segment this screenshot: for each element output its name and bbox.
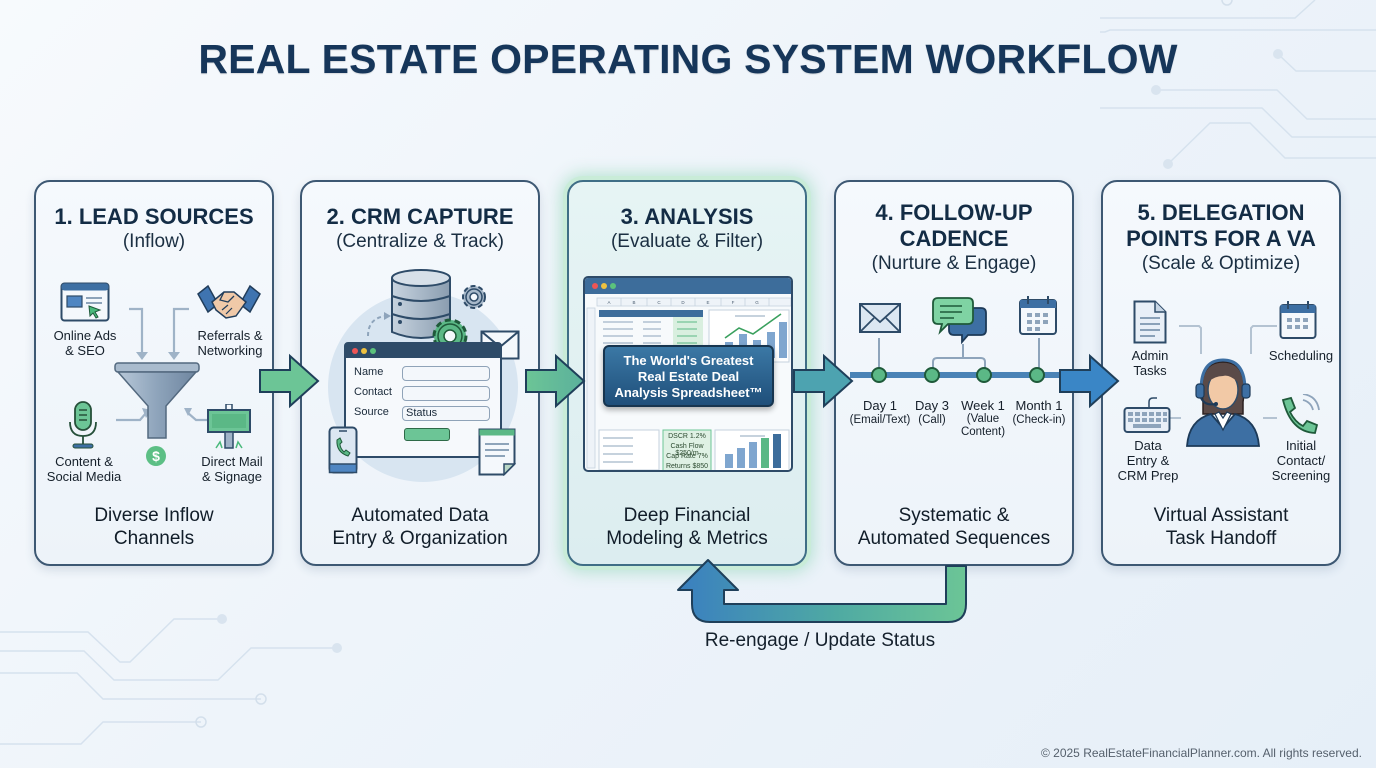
crm-contact-input[interactable] <box>402 386 490 401</box>
crm-field-label: Source <box>354 406 389 418</box>
crm-name-input[interactable] <box>402 366 490 381</box>
page-title: REAL ESTATE OPERATING SYSTEM WORKFLOW <box>198 36 1178 82</box>
crm-field-label: Contact <box>354 386 392 398</box>
step-subtitle: (Evaluate & Filter) <box>610 231 764 252</box>
svg-text:G: G <box>755 300 759 305</box>
svg-text:D: D <box>681 300 685 305</box>
window-titlebar <box>585 278 791 294</box>
copyright-notice: © 2025 RealEstateFinancialPlanner.com. A… <box>1040 746 1362 760</box>
crm-form-window: Name Contact Source Status <box>344 342 502 458</box>
crm-status-input[interactable]: Status <box>402 406 490 421</box>
step-subtitle: (Scale & Optimize) <box>1141 253 1301 274</box>
signpost-icon <box>207 404 251 449</box>
metric-value: Cap Rate 7% <box>666 453 708 460</box>
svg-text:B: B <box>632 300 635 305</box>
calendar-icon <box>1019 296 1057 335</box>
phone-call-icon <box>1281 394 1320 434</box>
timeline-step: Day 1(Email/Text) <box>849 398 911 426</box>
re-engage-label: Re-engage / Update Status <box>704 630 936 651</box>
step-footer: Systematic &Automated Sequences <box>857 505 1051 549</box>
envelope-icon <box>859 303 901 333</box>
timeline-step: Month 1(Check-in) <box>1012 398 1066 426</box>
step-subtitle: (Nurture & Engage) <box>871 253 1037 274</box>
step-subtitle: (Inflow) <box>122 231 186 252</box>
lead-source-referrals: Referrals &Networking <box>197 328 263 358</box>
step-title: 1. LEAD SOURCES <box>54 204 254 229</box>
svg-text:E: E <box>706 300 709 305</box>
microphone-icon <box>69 401 97 449</box>
virtual-assistant-icon <box>1186 358 1260 447</box>
dashed-arrow-icon <box>367 312 391 337</box>
svg-text:$: $ <box>152 448 160 464</box>
follow-up-timeline <box>850 296 1074 383</box>
flow-arrow-3-to-4 <box>793 353 854 409</box>
funnel-connector-arrows <box>116 307 214 422</box>
document-icon <box>1133 300 1167 344</box>
step-title: 2. CRM CAPTURE <box>326 204 514 229</box>
dollar-badge-icon: $ <box>146 446 166 466</box>
database-icon <box>391 269 451 339</box>
metric-value: Cash Flow $250/m <box>670 443 704 457</box>
handshake-icon <box>197 284 261 319</box>
delegation-connectors <box>1169 325 1277 419</box>
document-icon <box>478 428 516 476</box>
metric-value: Returns $850 /m <box>665 463 709 470</box>
lead-source-online-ads: Online Ads& SEO <box>53 328 117 358</box>
step-title: 3. ANALYSIS <box>620 204 754 229</box>
step-card-crm-capture: 2. CRM CAPTURE (Centralize & Track) <box>300 180 540 566</box>
re-engage-loop-arrow <box>677 559 967 623</box>
metric-value: DSCR 1.2% <box>668 433 706 440</box>
keyboard-icon <box>1123 397 1171 433</box>
calendar-icon <box>1279 301 1317 339</box>
crm-submit-button[interactable] <box>404 428 450 441</box>
step-card-lead-sources: 1. LEAD SOURCES (Inflow) Online Ads& SEO… <box>34 180 274 566</box>
gear-icon <box>462 285 486 309</box>
flow-arrow-2-to-3 <box>525 353 586 409</box>
crm-field-label: Name <box>354 366 384 378</box>
chat-bubbles-icon <box>932 297 987 345</box>
svg-text:C: C <box>657 300 661 305</box>
delegation-task: Scheduling <box>1268 348 1334 363</box>
funnel-icon <box>114 362 200 439</box>
lead-source-direct-mail: Direct Mail& Signage <box>201 454 263 484</box>
svg-text:F: F <box>732 300 735 305</box>
svg-text:A: A <box>607 300 610 305</box>
window-titlebar <box>346 344 500 358</box>
phone-icon <box>328 426 358 474</box>
lead-source-content: Content &Social Media <box>46 454 122 484</box>
flow-arrow-1-to-2 <box>259 353 320 409</box>
step-subtitle: (Centralize & Track) <box>336 231 504 252</box>
timeline-step: Day 3(Call) <box>915 398 949 426</box>
browser-ad-icon <box>60 282 110 322</box>
flow-arrow-4-to-5 <box>1059 353 1120 409</box>
